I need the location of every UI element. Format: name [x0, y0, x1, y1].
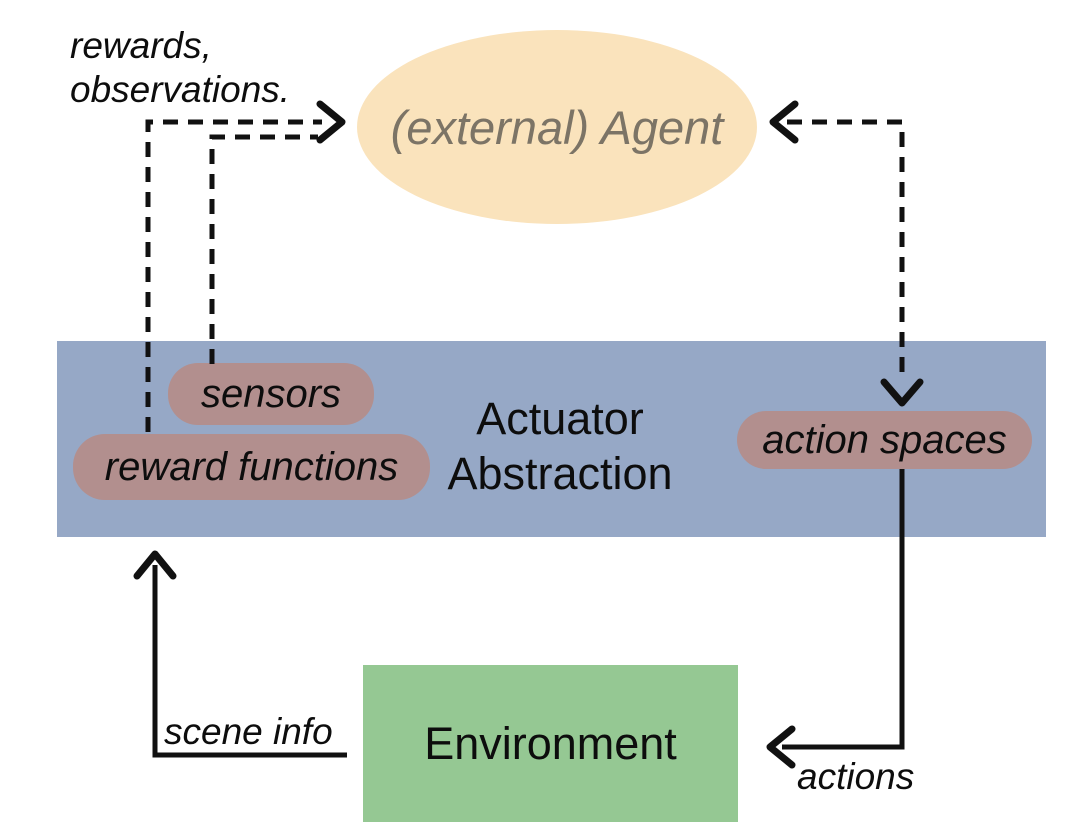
observations-line: observations.: [70, 69, 291, 111]
sensors-pill: sensors: [168, 363, 374, 425]
reward-functions-pill: reward functions: [73, 434, 430, 500]
arrowhead-into-environment: [766, 725, 796, 769]
scene-info-label: scene info: [164, 711, 333, 752]
actuator-title-line2: Abstraction: [447, 447, 673, 499]
dashed-arrow-agent-to-actionspaces: [787, 119, 905, 380]
dashed-arrow-rewards-line: [145, 119, 322, 432]
action-spaces-label: action spaces: [762, 417, 1007, 462]
dashed-arrow-observations-line: [209, 134, 318, 364]
arrowhead-into-band: [133, 550, 177, 580]
environment-label: Environment: [424, 717, 677, 769]
actuator-title-line1: Actuator: [476, 393, 644, 444]
arrowhead-into-action-spaces: [880, 378, 924, 407]
external-agent-node: (external) Agent: [357, 30, 757, 224]
arrowhead-into-agent-left: [316, 100, 346, 144]
rewards-line: rewards,: [70, 25, 212, 66]
arrowhead-into-agent-right: [769, 100, 799, 144]
environment-node: Environment: [363, 665, 738, 822]
solid-arrow-scene-info-line: [152, 565, 347, 758]
solid-arrow-actions-line: [782, 469, 905, 750]
sensors-label: sensors: [200, 371, 342, 416]
actions-label: actions: [797, 756, 915, 797]
reward-functions-label: reward functions: [104, 444, 399, 489]
rewards-observations-label: rewards, observations.: [70, 24, 290, 113]
actuator-abstraction-title: Actuator Abstraction: [410, 392, 710, 502]
external-agent-label: (external) Agent: [390, 100, 724, 154]
action-spaces-pill: action spaces: [737, 411, 1032, 469]
